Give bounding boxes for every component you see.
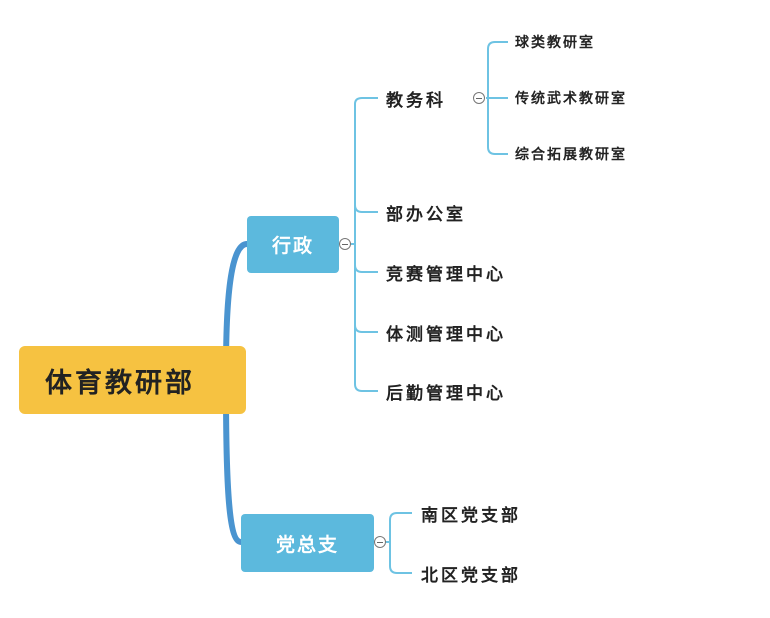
node-room-martial-label: 传统武术教研室 bbox=[515, 91, 627, 107]
node-competition-label: 竞赛管理中心 bbox=[386, 264, 506, 285]
root-label: 体育教研部 bbox=[45, 367, 195, 399]
node-party-north[interactable]: 北区党支部 bbox=[421, 560, 521, 586]
node-office[interactable]: 部办公室 bbox=[386, 199, 466, 225]
branch-party[interactable]: 党总支 bbox=[241, 514, 374, 572]
node-party-south-label: 南区党支部 bbox=[421, 505, 521, 526]
node-testing[interactable]: 体测管理中心 bbox=[386, 319, 506, 345]
branch-party-label: 党总支 bbox=[275, 533, 339, 556]
connector-admin-office bbox=[354, 204, 378, 213]
node-room-expansion-label: 综合拓展教研室 bbox=[515, 147, 627, 163]
node-room-martial[interactable]: 传统武术教研室 bbox=[515, 87, 627, 109]
node-room-ball[interactable]: 球类教研室 bbox=[515, 31, 595, 53]
root-node[interactable]: 体育教研部 bbox=[19, 346, 246, 414]
node-room-expansion[interactable]: 综合拓展教研室 bbox=[515, 143, 627, 165]
branch-admin-label: 行政 bbox=[271, 235, 314, 257]
node-logistics[interactable]: 后勤管理中心 bbox=[386, 378, 506, 404]
branch-admin[interactable]: 行政 bbox=[247, 216, 339, 273]
collapse-party-icon[interactable] bbox=[374, 536, 386, 548]
connector-academic-spine bbox=[487, 41, 508, 155]
connector-root-party bbox=[223, 387, 244, 545]
connector-admin-competition bbox=[354, 264, 378, 273]
node-office-label: 部办公室 bbox=[386, 204, 466, 225]
node-academic-label: 教务科 bbox=[386, 90, 446, 111]
connector-party-spine bbox=[389, 512, 412, 574]
connector-admin-spine bbox=[354, 97, 363, 392]
node-competition[interactable]: 竞赛管理中心 bbox=[386, 259, 506, 285]
node-party-north-label: 北区党支部 bbox=[421, 565, 521, 586]
node-party-south[interactable]: 南区党支部 bbox=[421, 500, 521, 526]
node-logistics-label: 后勤管理中心 bbox=[386, 383, 506, 404]
connector-admin-testing bbox=[354, 324, 378, 333]
node-academic[interactable]: 教务科 bbox=[386, 85, 446, 111]
connector-root-admin bbox=[223, 241, 250, 373]
node-testing-label: 体测管理中心 bbox=[386, 324, 506, 345]
collapse-admin-icon[interactable] bbox=[339, 238, 351, 250]
collapse-academic-icon[interactable] bbox=[473, 92, 485, 104]
node-room-ball-label: 球类教研室 bbox=[515, 35, 595, 51]
